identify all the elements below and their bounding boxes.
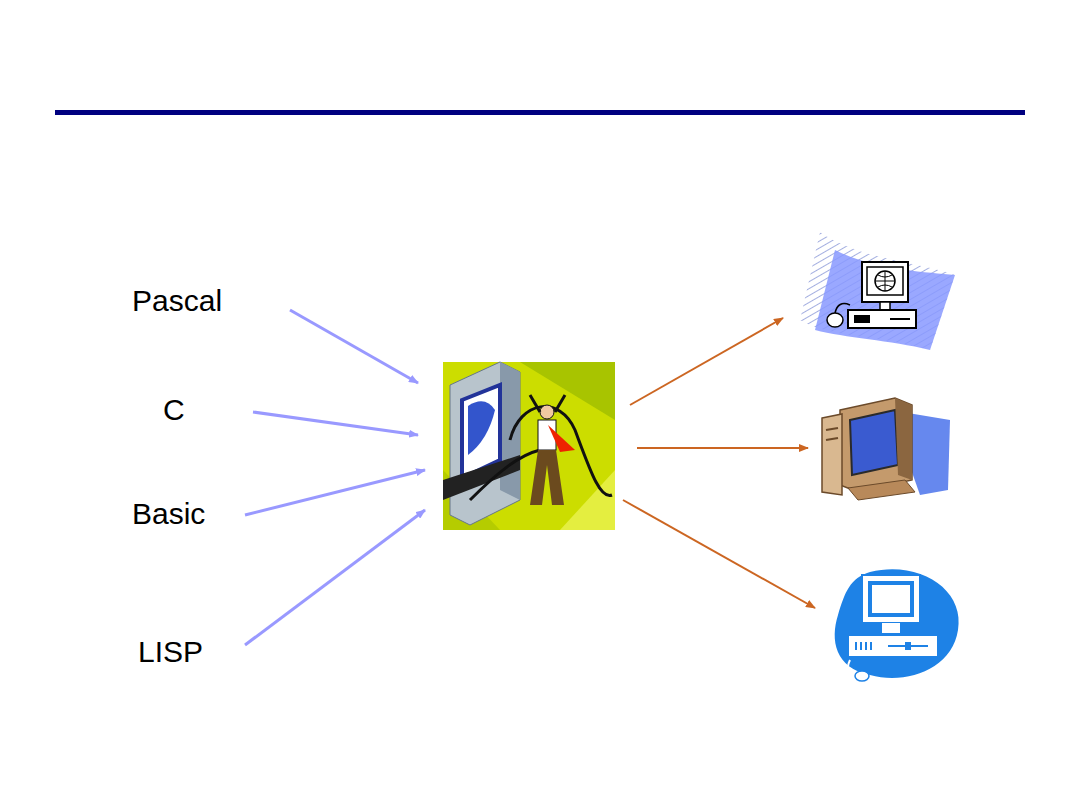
language-label: C: [163, 395, 185, 425]
title-rule: [55, 110, 1025, 115]
language-label: Pascal: [132, 286, 222, 316]
language-label: Basic: [132, 499, 205, 529]
language-label: LISP: [138, 637, 203, 667]
input-arrows: [245, 310, 425, 645]
compiler-clipart: [443, 362, 615, 530]
output-arrows: [623, 318, 815, 608]
desktop-computer-icon: [822, 398, 950, 500]
network-computer-icon: [800, 232, 955, 350]
workstation-icon: [835, 569, 959, 681]
